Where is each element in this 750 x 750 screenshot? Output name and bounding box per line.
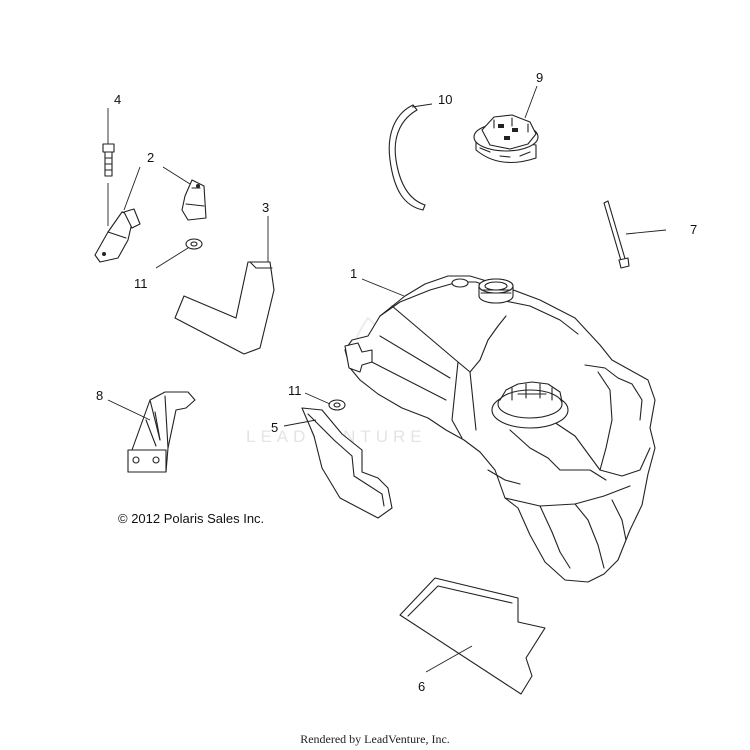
- callout-4: 4: [114, 92, 121, 107]
- part-4-bolt[interactable]: [102, 143, 115, 177]
- leader-5: [283, 419, 317, 427]
- cap-slot-2: [512, 128, 518, 132]
- part-6-tank-pad[interactable]: [399, 577, 546, 695]
- part-5-side-pad[interactable]: [301, 407, 393, 519]
- callout-10: 10: [438, 92, 452, 107]
- part-3-bent-pad[interactable]: [174, 261, 275, 355]
- callout-5: 5: [271, 420, 278, 435]
- leader-10: [411, 103, 433, 108]
- callout-8: 8: [96, 388, 103, 403]
- copyright-notice: © 2012 Polaris Sales Inc.: [118, 511, 265, 526]
- part-7-cable-tie[interactable]: [603, 200, 630, 269]
- part-9-fuel-cap[interactable]: [473, 114, 539, 163]
- callout-7: 7: [690, 222, 697, 237]
- part-2-bracket-left[interactable]: [94, 208, 141, 263]
- leader-8: [107, 399, 151, 421]
- cap-slot-3: [504, 136, 510, 140]
- bracket-hole: [102, 252, 106, 256]
- part-2-bracket-right[interactable]: [181, 179, 207, 221]
- leader-7: [625, 229, 667, 235]
- leader-9: [524, 85, 538, 119]
- footer-credit: Rendered by LeadVenture, Inc.: [300, 732, 450, 746]
- bracket-hole: [132, 456, 140, 464]
- bracket-hole: [196, 184, 200, 188]
- callout-labels: 1 2 3 4 5 6 7 8 9 10 11 11: [96, 70, 697, 694]
- callout-2: 2: [147, 150, 154, 165]
- callout-9: 9: [536, 70, 543, 85]
- leader-1: [361, 278, 405, 297]
- leader-6: [425, 645, 473, 673]
- callout-11-upper: 11: [134, 276, 148, 291]
- part-11-washer-upper[interactable]: [185, 238, 203, 250]
- part-10-vent-hose[interactable]: [388, 104, 426, 211]
- leader-11b: [304, 392, 331, 405]
- leader-11a: [155, 247, 189, 269]
- leader-2a: [123, 166, 141, 211]
- leader-lines: [107, 85, 667, 673]
- leader-2b: [162, 166, 191, 185]
- bracket-hole: [152, 456, 160, 464]
- callout-1: 1: [350, 266, 357, 281]
- callout-3: 3: [262, 200, 269, 215]
- part-1-fuel-tank[interactable]: [344, 275, 656, 583]
- callout-11-lower: 11: [288, 383, 302, 398]
- cap-slot-1: [498, 124, 504, 128]
- callout-6: 6: [418, 679, 425, 694]
- part-11-washer-lower[interactable]: [328, 399, 346, 411]
- part-8-mount-bracket[interactable]: [127, 391, 196, 473]
